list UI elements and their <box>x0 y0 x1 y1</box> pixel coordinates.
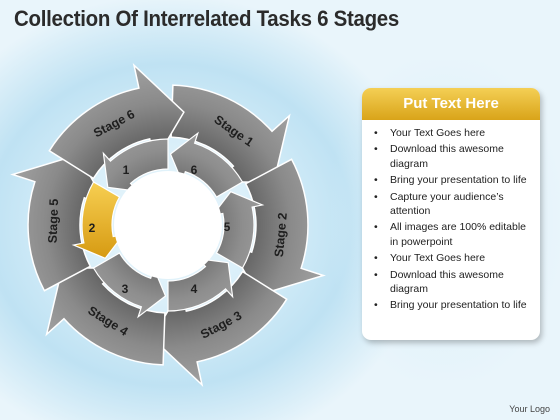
inner-arrow-3 <box>167 257 234 312</box>
panel-bullet-list: Your Text Goes here Download this awesom… <box>362 120 540 313</box>
stage-2-label: Stage 2 <box>272 212 290 258</box>
inner-number-3: 3 <box>122 282 129 296</box>
center-hole <box>114 171 222 279</box>
panel-bullet-item: Your Text Goes here <box>374 251 530 266</box>
panel-bullet-item: Capture your audience’s attention <box>374 190 530 219</box>
panel-bullet-item: Download this awesome diagram <box>374 142 530 171</box>
footer-logo: Your Logo <box>509 404 550 414</box>
inner-number-6: 6 <box>191 163 198 177</box>
inner-arrow-5 <box>169 131 244 198</box>
inner-arrow-1 <box>71 181 125 260</box>
inner-number-2: 2 <box>89 221 96 235</box>
inner-arrow-6 <box>102 138 169 193</box>
inner-number-labels: 1 2 3 4 5 6 <box>89 163 231 296</box>
panel-bullet-item: Bring your presentation to life <box>374 173 530 188</box>
panel-header: Put Text Here <box>362 88 540 120</box>
inner-ring <box>71 131 265 319</box>
inner-arrow-2 <box>92 252 167 319</box>
panel-bullet-item: Your Text Goes here <box>374 126 530 141</box>
panel-bullet-item: Bring your presentation to life <box>374 298 530 313</box>
panel-bullet-item: Download this awesome diagram <box>374 268 530 297</box>
inner-number-5: 5 <box>224 220 231 234</box>
inner-number-4: 4 <box>191 282 198 296</box>
page-title: Collection Of Interrelated Tasks 6 Stage… <box>14 6 400 31</box>
text-panel: Put Text Here Your Text Goes here Downlo… <box>362 88 540 340</box>
inner-number-1: 1 <box>123 163 130 177</box>
inner-arrow-4 <box>211 190 265 269</box>
stage-5-label: Stage 5 <box>46 198 62 243</box>
outer-ring <box>10 63 326 387</box>
panel-bullet-item: All images are 100% editable in powerpoi… <box>374 220 530 249</box>
